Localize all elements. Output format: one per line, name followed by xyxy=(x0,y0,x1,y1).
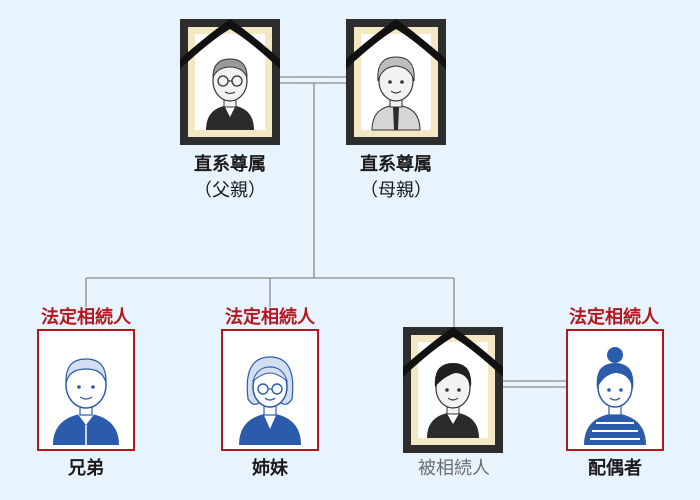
elderly-man-icon xyxy=(206,58,254,130)
father-portrait xyxy=(180,19,280,145)
spouse-name-label: 配偶者 xyxy=(588,458,642,479)
woman-icon xyxy=(584,347,646,445)
sister-heir-label: 法定相続人 xyxy=(225,307,315,328)
father-role-label: 直系尊属 xyxy=(194,154,266,175)
spouse-heir-label: 法定相続人 xyxy=(569,307,659,328)
man-icon xyxy=(427,363,479,438)
deceased-portrait xyxy=(403,327,503,453)
sister-portrait xyxy=(221,329,319,451)
mother-portrait xyxy=(346,19,446,145)
brother-portrait xyxy=(37,329,135,451)
father-relation-label: （父親） xyxy=(194,180,266,201)
spouse-portrait xyxy=(566,329,664,451)
deceased-name-label: 被相続人 xyxy=(418,458,490,479)
mother-role-label: 直系尊属 xyxy=(360,154,432,175)
sister-name-label: 姉妹 xyxy=(252,458,288,479)
old-woman-icon xyxy=(239,356,301,445)
old-man-icon xyxy=(53,358,119,445)
elderly-woman-icon xyxy=(371,56,421,131)
brother-name-label: 兄弟 xyxy=(68,458,104,479)
mother-relation-label: （母親） xyxy=(360,180,432,201)
brother-heir-label: 法定相続人 xyxy=(41,307,131,328)
